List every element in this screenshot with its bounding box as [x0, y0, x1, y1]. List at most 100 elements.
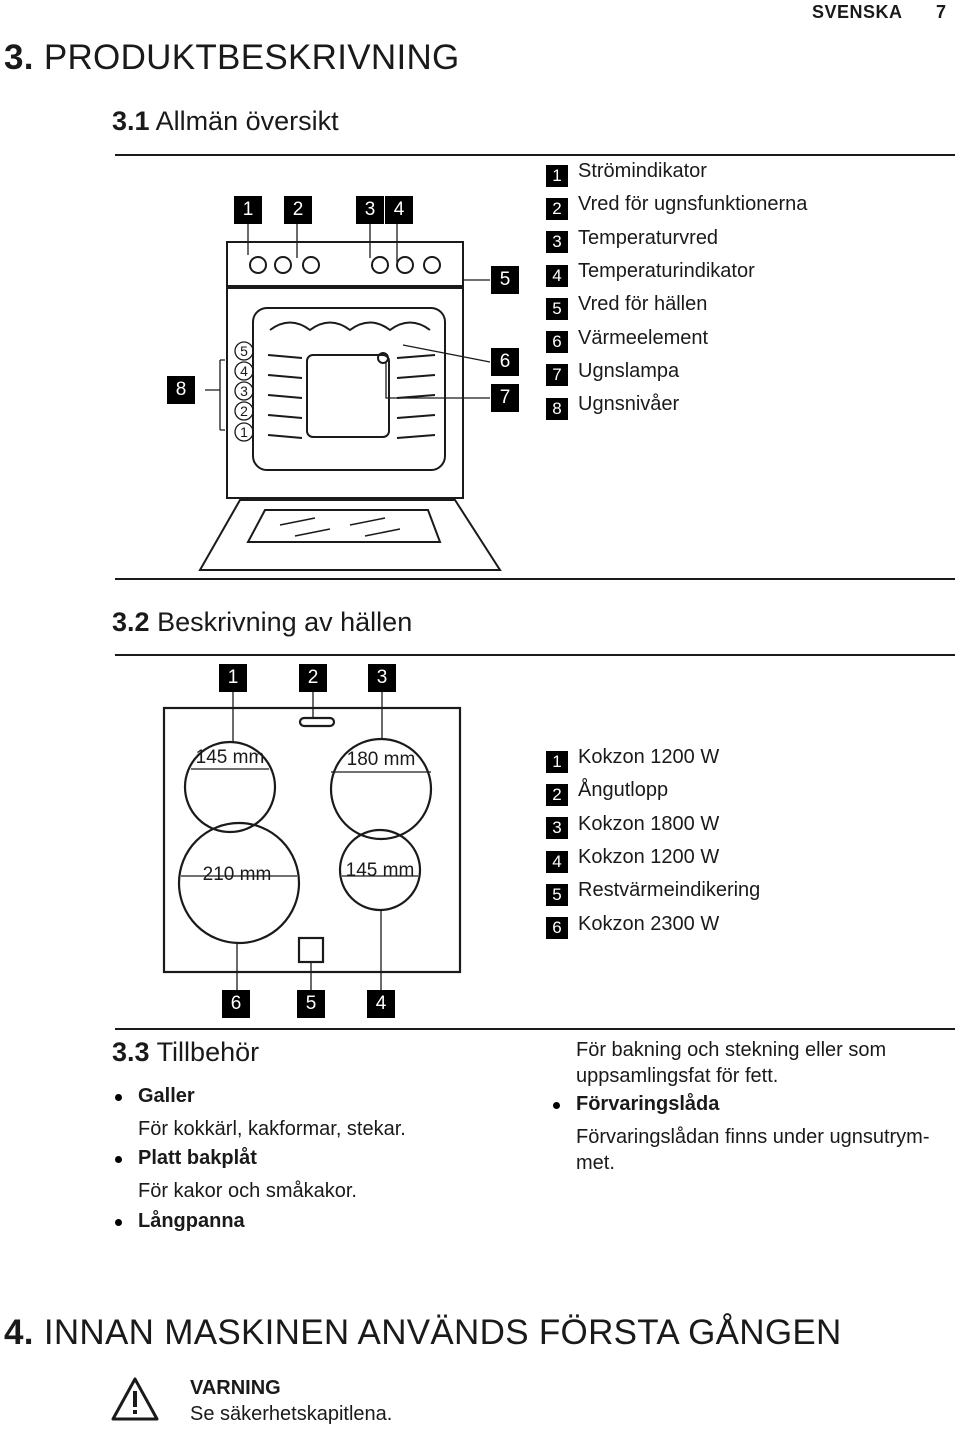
knob — [302, 256, 320, 274]
oven-callout-4: 4 — [385, 196, 413, 224]
accessory-desc-line: För bakning och stekning eller som — [576, 1039, 887, 1061]
legend-item: 7 Ugnslampa — [546, 355, 807, 388]
accessory-desc: För kokkärl, kakformar, stekar. — [138, 1118, 406, 1140]
legend-label: Kokzon 1800 W — [578, 812, 720, 835]
legend-label: Kokzon 2300 W — [578, 912, 720, 935]
oven-callout-2: 2 — [284, 196, 312, 224]
hob-legend: 1 Kokzon 1200 W 2 Ångutlopp 3 Kokzon 1800 W… — [546, 741, 760, 941]
section-title-text: PRODUKTBESKRIVNING — [43, 38, 460, 77]
legend-item: 3 Temperaturvred — [546, 222, 807, 255]
hob-callout-2: 2 — [299, 664, 327, 692]
accessories-heading: 3.3 Tillbehör — [112, 1037, 259, 1068]
accessory-name: Långpanna — [115, 1210, 245, 1232]
legend-label: Vred för hällen — [578, 293, 708, 316]
oven-body — [226, 287, 464, 499]
hob-rule — [115, 654, 955, 656]
legend-item: 1 Strömindikator — [546, 155, 807, 188]
oven-cavity — [252, 307, 446, 471]
legend-item: 1 Kokzon 1200 W — [546, 741, 760, 774]
hob-heading: 3.2 Beskrivning av hällen — [112, 607, 412, 638]
oven-callout-1: 1 — [234, 196, 262, 224]
legend-number: 6 — [546, 331, 568, 354]
zone-label: 210 mm — [203, 864, 272, 885]
knob — [371, 256, 389, 274]
warning-icon — [111, 1377, 159, 1421]
legend-label: Ugnsnivåer — [578, 393, 680, 416]
legend-number: 1 — [546, 164, 568, 187]
legend-number: 2 — [546, 197, 568, 220]
legend-item: 6 Kokzon 2300 W — [546, 907, 760, 940]
cooking-zone-4 — [338, 828, 422, 912]
legend-label: Vred för ugnsfunktionerna — [578, 193, 808, 216]
legend-number: 7 — [546, 364, 568, 387]
oven-lamp — [377, 352, 389, 364]
heating-element — [269, 321, 431, 332]
legend-label: Värmeelement — [578, 326, 709, 349]
accessory-desc-line: met. — [576, 1152, 615, 1174]
legend-number: 3 — [546, 817, 568, 840]
legend-item: 6 Värmeelement — [546, 321, 807, 354]
legend-number: 4 — [546, 264, 568, 287]
legend-number: 5 — [546, 883, 568, 906]
overview-heading: 3.1 Allmän översikt — [112, 106, 339, 137]
section4-title: 4. INNAN MASKINEN ANVÄNDS FÖRSTA GÅNGEN — [4, 1313, 842, 1353]
legend-number: 5 — [546, 297, 568, 320]
hob-callout-1: 1 — [219, 664, 247, 692]
page-number: 7 — [936, 2, 947, 22]
shelf-level-4: 4 — [240, 363, 248, 379]
legend-number: 6 — [546, 917, 568, 940]
hob-callout-3: 3 — [368, 664, 396, 692]
legend-number: 1 — [546, 750, 568, 773]
accessories-number: 3.3 — [112, 1037, 150, 1067]
shelf-level-2: 2 — [240, 403, 248, 419]
accessories-title: Tillbehör — [156, 1037, 260, 1067]
knob — [274, 256, 292, 274]
hob-callout-6: 6 — [222, 990, 250, 1018]
overview-rule — [115, 154, 955, 156]
legend-number: 2 — [546, 783, 568, 806]
oven-diagram — [198, 222, 502, 571]
door-window — [246, 509, 442, 543]
section4-number: 4. — [4, 1313, 34, 1352]
knob — [423, 256, 441, 274]
shelf-level-1: 1 — [240, 424, 248, 440]
legend-label: Ugnslampa — [578, 359, 680, 382]
legend-label: Strömindikator — [578, 160, 707, 183]
legend-item: 2 Vred för ugnsfunktionerna — [546, 188, 807, 221]
legend-label: Restvärmeindikering — [578, 879, 761, 902]
knob — [249, 256, 267, 274]
legend-number: 8 — [546, 397, 568, 420]
steam-outlet — [298, 716, 336, 728]
header-language: SVENSKA — [812, 2, 903, 22]
hob-callout-4: 4 — [367, 990, 395, 1018]
oven-callout-3: 3 — [356, 196, 384, 224]
shelf-levels: 5 4 3 2 1 — [234, 341, 254, 442]
accessory-name: Platt bakplåt — [115, 1147, 257, 1169]
legend-item: 3 Kokzon 1800 W — [546, 808, 760, 841]
section4-title-text: INNAN MASKINEN ANVÄNDS FÖRSTA GÅNGEN — [43, 1313, 842, 1352]
knob — [396, 256, 414, 274]
accessory-desc-line: Förvaringslådan finns under ugnsutrym- — [576, 1126, 930, 1148]
oven-callout-6: 6 — [491, 348, 519, 376]
zone-label: 145 mm — [346, 860, 415, 881]
zone-label: 180 mm — [347, 749, 416, 770]
overview-end-rule — [115, 578, 955, 580]
residual-heat-indicator — [297, 936, 325, 964]
hob-end-rule — [115, 1028, 955, 1030]
legend-label: Temperaturvred — [578, 226, 719, 249]
legend-item: 2 Ångutlopp — [546, 774, 760, 807]
accessory-name: Galler — [115, 1085, 195, 1107]
shelf-level-3: 3 — [240, 383, 248, 399]
warning-title: VARNING — [190, 1377, 281, 1399]
overview-number: 3.1 — [112, 106, 150, 136]
legend-label: Ångutlopp — [578, 779, 669, 802]
accessory-name: Förvaringslåda — [552, 1093, 720, 1115]
hob-title: Beskrivning av hällen — [157, 607, 413, 637]
zone-label: 145 mm — [196, 747, 265, 768]
accessory-desc: För kakor och småkakor. — [138, 1180, 357, 1202]
legend-label: Kokzon 1200 W — [578, 746, 720, 769]
legend-number: 3 — [546, 231, 568, 254]
legend-item: 8 Ugnsnivåer — [546, 388, 807, 421]
overview-legend: 1 Strömindikator 2 Vred för ugnsfunktioner… — [546, 155, 807, 421]
overview-title: Allmän översikt — [155, 106, 339, 136]
